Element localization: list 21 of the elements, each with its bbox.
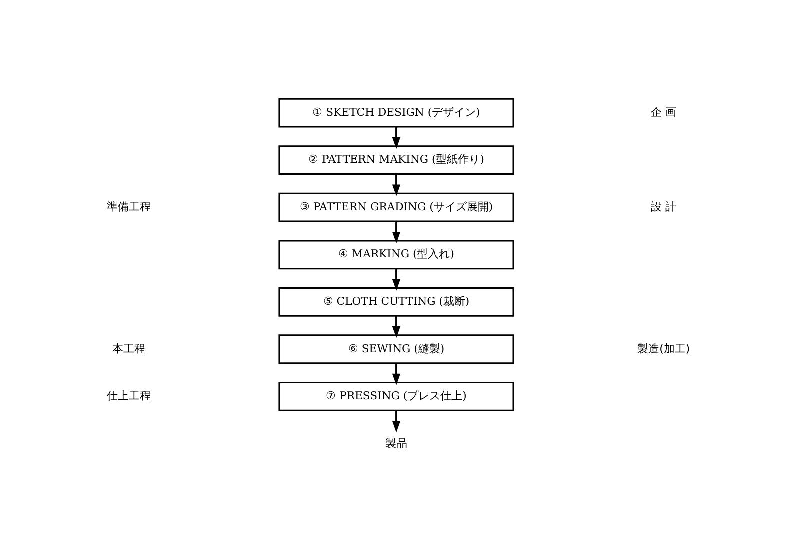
node-box: ⑤ CLOTH CUTTING (裁断) bbox=[278, 287, 514, 317]
arrow bbox=[392, 363, 401, 386]
label: 本工程 bbox=[112, 342, 146, 356]
label: 設 計 bbox=[651, 200, 677, 214]
arrow bbox=[392, 316, 401, 338]
node-box: ② PATTERN MAKING (型紙作り) bbox=[278, 146, 514, 176]
node-box: ⑦ PRESSING (プレス仕上) bbox=[278, 382, 514, 412]
node-box: ⑥ SEWING (縫製) bbox=[278, 334, 514, 364]
arrow bbox=[392, 410, 401, 433]
label: 製造(加工) bbox=[638, 342, 690, 356]
arrow bbox=[392, 127, 401, 150]
node-text: 製品 bbox=[386, 436, 408, 450]
node-box: ① SKETCH DESIGN (デザイン) bbox=[278, 98, 514, 128]
node-box: ③ PATTERN GRADING (サイズ展開) bbox=[278, 192, 514, 222]
label: 企 画 bbox=[651, 106, 677, 119]
arrow bbox=[392, 268, 401, 291]
node-box: ④ MARKING (型入れ) bbox=[278, 240, 514, 270]
arrow bbox=[392, 174, 401, 196]
arrow bbox=[392, 222, 401, 244]
label: 仕上工程 bbox=[107, 390, 152, 403]
label: 準備工程 bbox=[107, 200, 152, 214]
